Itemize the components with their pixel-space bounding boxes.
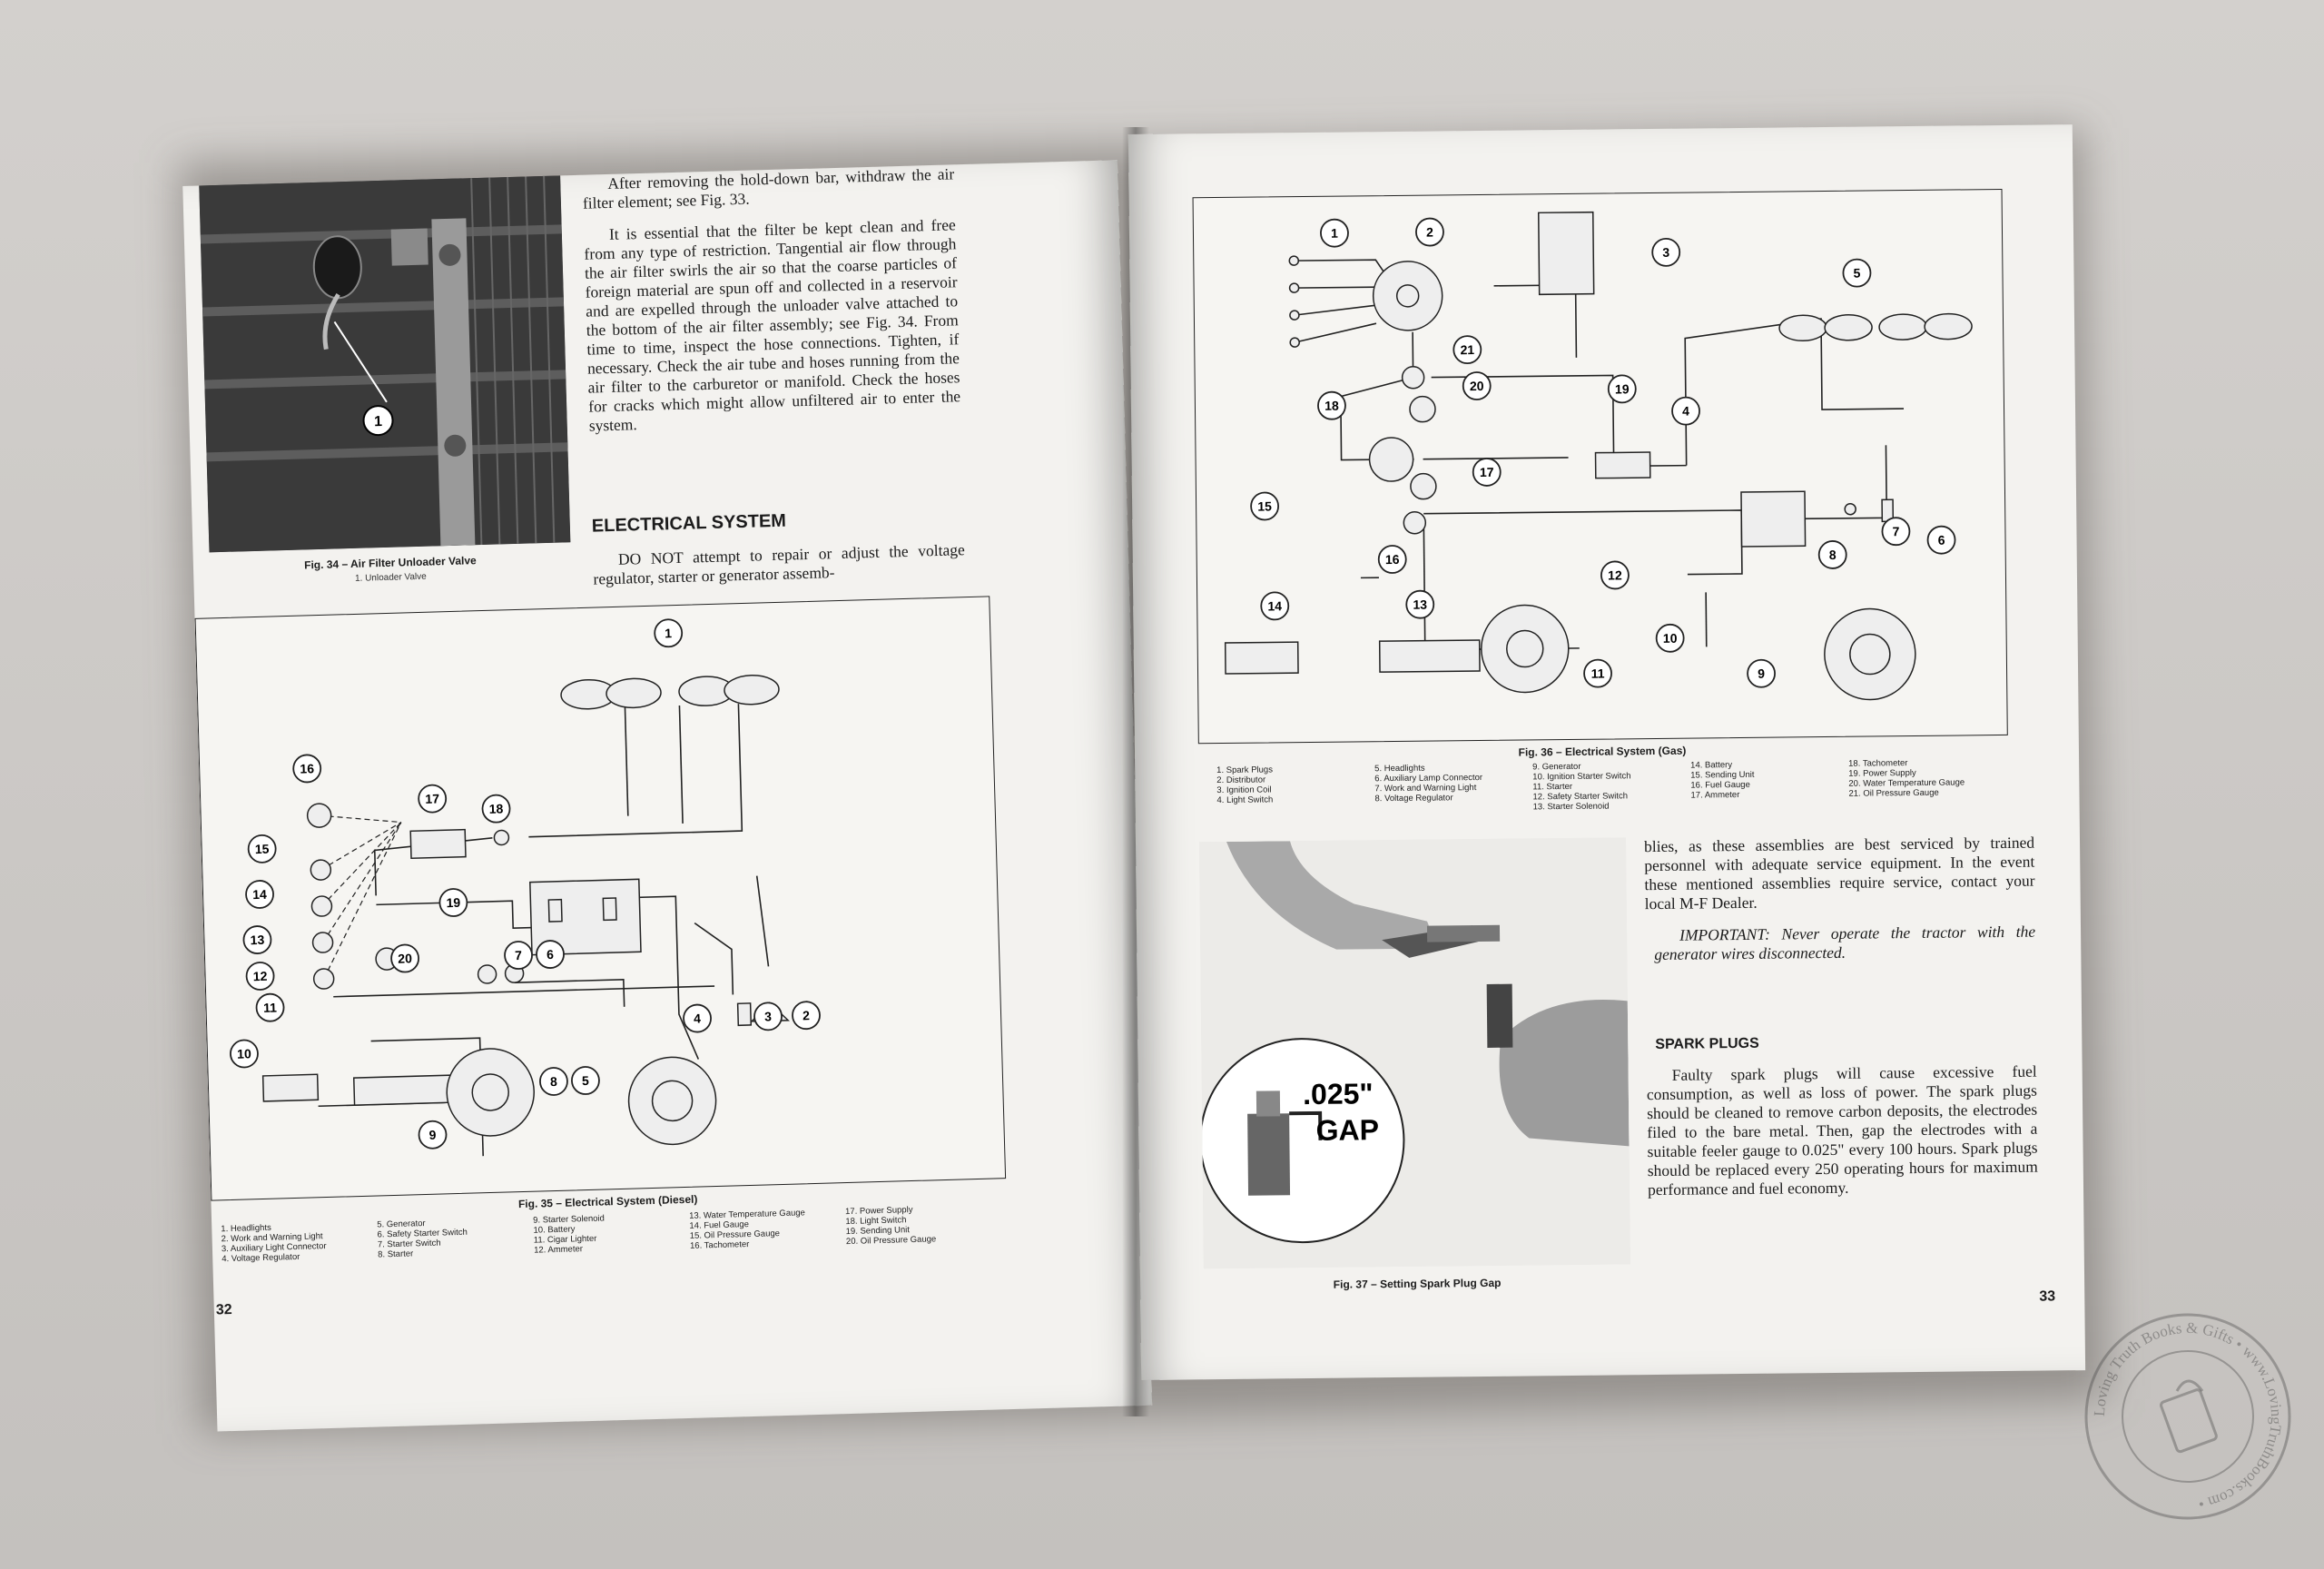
- left-paragraph-3: DO NOT attempt to repair or adjust the v…: [593, 540, 966, 588]
- fig36-legend-spacer: [1691, 799, 1849, 811]
- fig36-callout-20: 20: [1470, 379, 1484, 393]
- fig36-callout-1: 1: [1331, 226, 1338, 241]
- spark-plugs-heading: SPARK PLUGS: [1655, 1035, 1759, 1053]
- fig35-callout-3: 3: [764, 1009, 772, 1023]
- fig35-callout-7: 7: [515, 948, 522, 962]
- left-text-column: After removing the hold-down bar, withdr…: [582, 164, 961, 448]
- gap-word-label: GAP: [1315, 1113, 1379, 1147]
- fig36-callouts: 1 2 3 4 5 6 7 8 9 10 11 12 13 14 15 16 1…: [1250, 217, 1956, 688]
- fig35-callout-5: 5: [582, 1073, 589, 1088]
- watermark-seal-graphic: Loving Truth Books & Gifts • www.LovingT…: [2084, 1313, 2291, 1520]
- fig35-callout-9: 9: [428, 1128, 436, 1142]
- fig35-callout-19: 19: [446, 895, 460, 910]
- page-number-left: 32: [215, 1301, 232, 1318]
- fig35-callout-11: 11: [263, 1000, 277, 1014]
- fig35-callout-1: 1: [665, 626, 672, 640]
- fig36-wiring-graphic: 1 2 3 4 5 6 7 8 9 10 11 12 13 14 15 16 1…: [1224, 211, 1973, 701]
- fig36-callout-10: 10: [1663, 631, 1678, 646]
- fig35-callout-20: 20: [398, 951, 412, 965]
- fig36-callout-3: 3: [1662, 245, 1669, 260]
- fig36-legend: 1. Spark Plugs 2. Distributor 3. Ignitio…: [1216, 757, 2007, 815]
- fig35-callout-2: 2: [803, 1008, 810, 1022]
- right-paragraph-2: Faulty spark plugs will cause excessive …: [1646, 1061, 2038, 1199]
- fig36-callout-12: 12: [1608, 567, 1622, 582]
- fig36-callout-6: 6: [1938, 533, 1945, 548]
- fig36-callout-18: 18: [1324, 399, 1339, 413]
- fig36-callout-14: 14: [1267, 598, 1282, 613]
- important-note: IMPORTANT: Never operate the tractor wit…: [1654, 922, 2036, 964]
- fig35-callout-6: 6: [547, 947, 554, 962]
- radiator-photo-graphic: 1: [199, 170, 571, 553]
- fig34-photo: 1: [199, 170, 571, 553]
- fig36-callout-2: 2: [1426, 225, 1433, 240]
- spark-plug-gap-graphic: .025" GAP: [1198, 837, 1630, 1269]
- fig36-callout-4: 4: [1682, 404, 1689, 419]
- left-paragraph-2: It is essential that the filter be kept …: [584, 215, 961, 435]
- fig36-callout-7: 7: [1892, 524, 1899, 538]
- fig36-callout-8: 8: [1829, 548, 1837, 562]
- left-page: 1 Fig. 34 – Air Filter Unloader Valve 1.…: [182, 160, 1153, 1432]
- right-paragraph-1: blies, as these assemblies are best serv…: [1643, 833, 2035, 913]
- left-paragraph-3-block: DO NOT attempt to repair or adjust the v…: [593, 540, 966, 601]
- watermark-seal: Loving Truth Books & Gifts • www.LovingT…: [2079, 1308, 2297, 1525]
- fig36-callout-13: 13: [1413, 597, 1427, 612]
- fig36-legend-item: 21. Oil Pressure Gauge: [1848, 787, 1939, 799]
- svg-text:Loving Truth Books & Gifts • w: Loving Truth Books & Gifts • www.LovingT…: [2091, 1319, 2285, 1513]
- fig35-diagram: 1 2 3 4 5 6 7 8 9 10 11 12 13 14 15 16 1…: [194, 596, 1007, 1201]
- fig36-legend-item: 13. Starter Solenoid: [1532, 801, 1610, 813]
- fig37-photo: .025" GAP: [1198, 837, 1630, 1269]
- fig36-callout-21: 21: [1460, 342, 1474, 357]
- fig36-callout-19: 19: [1615, 381, 1630, 396]
- gap-value-label: .025": [1303, 1077, 1374, 1110]
- fig35-callout-13: 13: [250, 933, 264, 947]
- fig35-callout-14: 14: [252, 887, 267, 902]
- fig36-callout-16: 16: [1385, 552, 1400, 567]
- fig36-callout-15: 15: [1257, 498, 1272, 513]
- electrical-system-heading: ELECTRICAL SYSTEM: [591, 510, 787, 537]
- fig36-legend-spacer: [1375, 802, 1533, 814]
- fig36-callout-5: 5: [1853, 266, 1860, 281]
- page-number-right: 33: [2039, 1288, 2056, 1305]
- right-page: 1 2 3 4 5 6 7 8 9 10 11 12 13 14 15 16 1…: [1128, 124, 2086, 1380]
- fig35-wiring-graphic: 1 2 3 4 5 6 7 8 9 10 11 12 13 14 15 16 1…: [230, 618, 821, 1157]
- right-paragraph-2-block: Faulty spark plugs will cause excessive …: [1647, 1062, 2039, 1212]
- fig36-callout-11: 11: [1591, 666, 1605, 681]
- fig35-callout-4: 4: [694, 1011, 701, 1025]
- fig36-diagram: 1 2 3 4 5 6 7 8 9 10 11 12 13 14 15 16 1…: [1192, 188, 2008, 745]
- fig37-caption: Fig. 37 – Setting Spark Plug Gap: [1333, 1276, 1502, 1291]
- fig35-callout-12: 12: [253, 969, 268, 983]
- right-text-column: blies, as these assemblies are best serv…: [1644, 834, 2036, 977]
- fig35-callout-8: 8: [550, 1074, 557, 1089]
- fig36-callout-17: 17: [1480, 465, 1494, 479]
- fig35-callout-10: 10: [237, 1046, 251, 1061]
- fig34-callout-1: [362, 405, 394, 437]
- watermark-text: Loving Truth Books & Gifts • www.LovingT…: [2091, 1319, 2285, 1513]
- fig35-callout-18: 18: [489, 801, 504, 815]
- fig35-callout-16: 16: [300, 761, 314, 775]
- fig36-callout-9: 9: [1758, 666, 1765, 681]
- fig35-callout-17: 17: [425, 791, 439, 805]
- fig36-legend-spacer: [1217, 804, 1375, 815]
- svg-text:1: 1: [374, 414, 382, 429]
- fig35-callouts: 1 2 3 4 5 6 7 8 9 10 11 12 13 14 15 16 1…: [230, 618, 821, 1150]
- fig35-callout-15: 15: [255, 842, 270, 856]
